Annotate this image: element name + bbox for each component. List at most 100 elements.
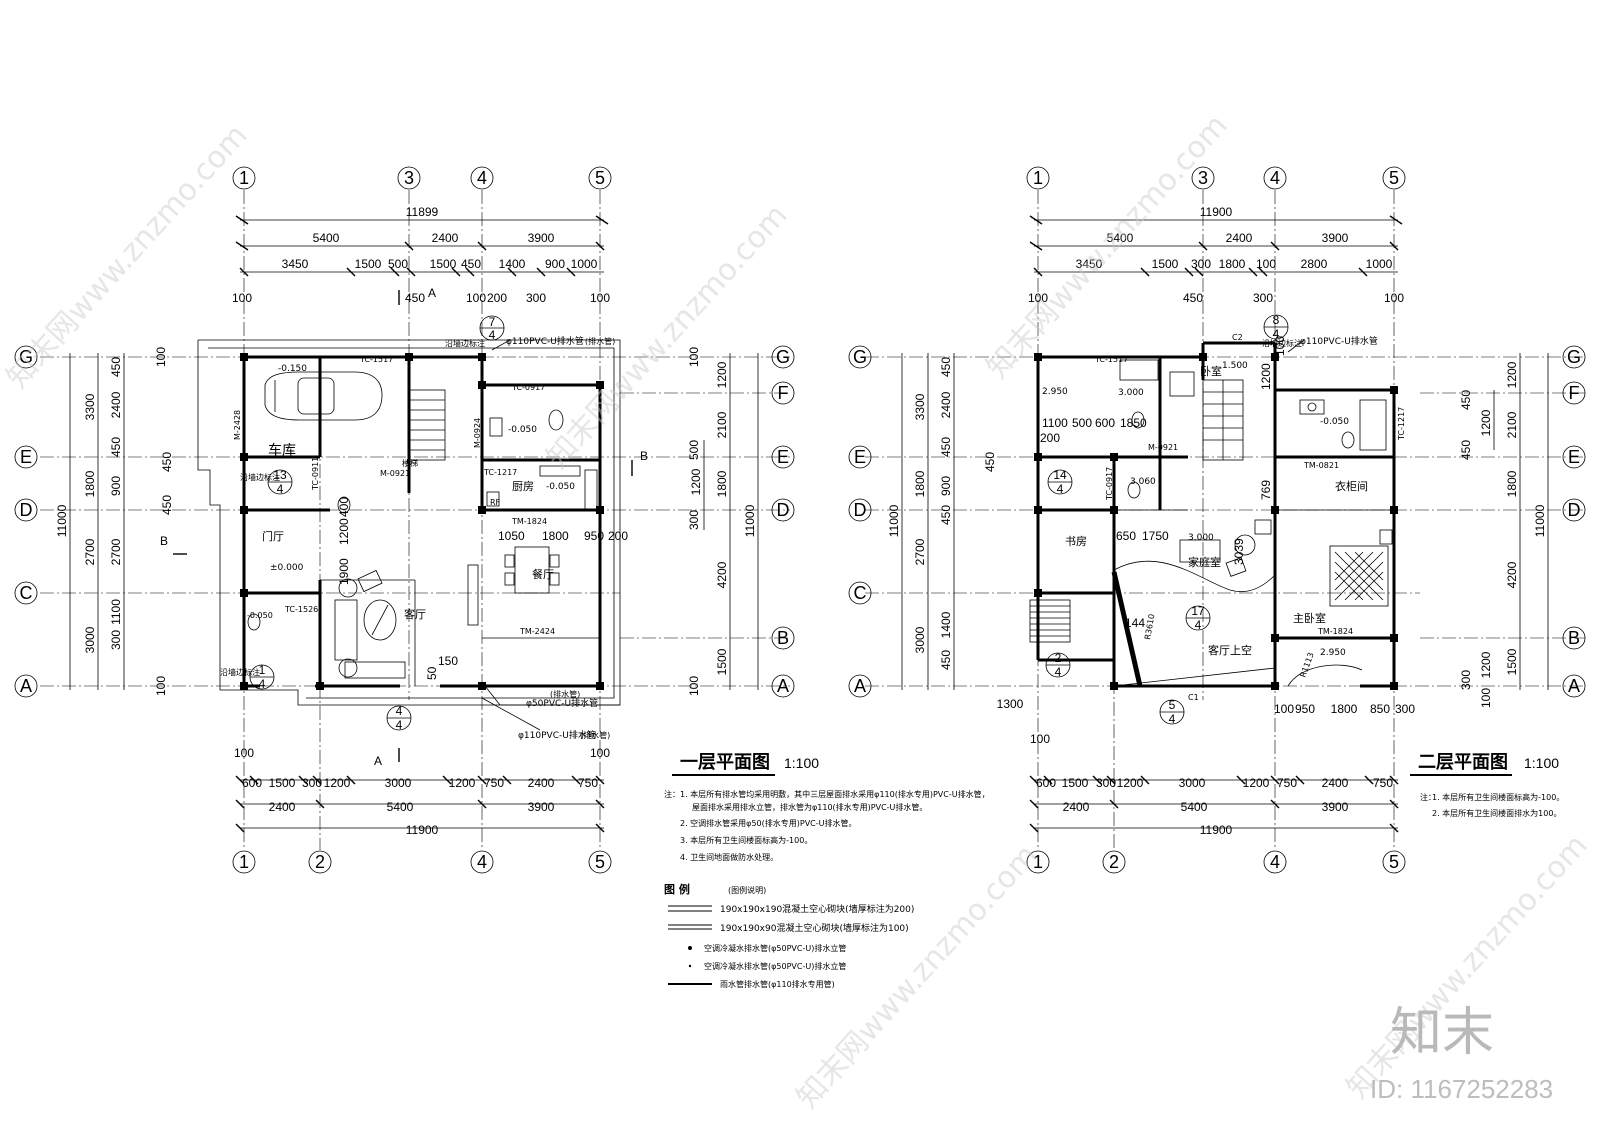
dim: 2700 — [913, 538, 927, 565]
pipe-note: (排水管) — [580, 730, 610, 740]
dim: 200 — [1040, 431, 1060, 445]
dim: 600 — [1095, 416, 1115, 430]
pipe-tag: 沿墙边标注 — [240, 472, 280, 482]
detail-num: 17 — [1191, 604, 1205, 618]
dim: 200 — [608, 529, 628, 543]
dim: 3000 — [385, 776, 412, 790]
dim: 400 — [337, 497, 351, 517]
detail-num: 2 — [1055, 651, 1062, 665]
dim: 300 — [687, 510, 701, 530]
dim: 3900 — [528, 800, 555, 814]
dim: 1000 — [1366, 257, 1393, 271]
dim: 1300 — [997, 697, 1024, 711]
window-tag: TC-0911 — [311, 457, 320, 491]
dim: 1500 — [715, 648, 729, 675]
dim: 1400 — [939, 611, 953, 638]
dim: 1400 — [499, 257, 526, 271]
pipe-note: φ50PVC-U排水管 — [526, 697, 598, 709]
dim: 300 — [302, 776, 322, 790]
floor2-grid-lines — [865, 190, 1585, 850]
dim: 5400 — [1107, 231, 1134, 245]
window-tag: TC-1517 — [359, 355, 393, 364]
floor2-walls — [1034, 341, 1398, 690]
elevation: 2.950 — [1320, 648, 1346, 658]
room-foyer: 门厅 — [262, 529, 284, 543]
axis-label: A — [1568, 676, 1580, 696]
door-tag: M-2428 — [233, 410, 242, 440]
dim: 450 — [1459, 390, 1473, 410]
elevation: -0.050 — [247, 611, 273, 620]
dim: 2400 — [939, 391, 953, 418]
balcony-stair — [1029, 599, 1071, 643]
dim: 300 — [1191, 257, 1211, 271]
watermark-text: 知末网www.znzmo.com — [980, 108, 1235, 385]
detail-sheet: 4 — [1273, 327, 1280, 341]
dim: 1800 — [83, 470, 97, 497]
elevation: 1.500 — [1222, 361, 1248, 371]
note-line: 1. 本层所有排水管均采用明敷，其中三层屋面排水采用φ110(排水专用)PVC-… — [680, 789, 990, 799]
dim: 1200 — [715, 361, 729, 388]
pipe-note: φ110PVC-U排水管 — [518, 729, 596, 741]
dim: 450 — [405, 291, 425, 305]
dim: 100 — [234, 746, 254, 760]
dim: 1000 — [571, 257, 598, 271]
axis-label: G — [776, 347, 790, 367]
note-line: 3. 本层所有卫生间楼面标高为-100。 — [680, 835, 812, 845]
elevation: 3.000 — [1188, 533, 1214, 543]
dim-total: 11900 — [406, 823, 439, 837]
door-tag: TM-1824 — [511, 517, 547, 526]
floor1-plan: 1 3 4 5 1189 — [14, 166, 990, 989]
floor1-grid-lines — [40, 190, 790, 850]
door-tag: TM-0821 — [1303, 461, 1339, 470]
elevation: 3.000 — [1118, 388, 1144, 398]
detail-num: 5 — [1169, 698, 1176, 712]
detail-num: 14 — [1053, 468, 1067, 482]
dim: 450 — [983, 452, 997, 472]
elevation: ±0.000 — [270, 563, 304, 573]
dim: 1500 — [1505, 648, 1519, 675]
axis-label: 2 — [315, 852, 325, 872]
dim: 500 — [388, 257, 408, 271]
dim-total: 11900 — [1200, 205, 1233, 219]
elevation: -0.150 — [278, 364, 307, 374]
detail-num: 4 — [396, 704, 403, 718]
floor1-annotations: -0.150 TC-1517 TC-0917 TC-1217 TC-0911 T… — [220, 338, 628, 680]
dim: 3900 — [1322, 800, 1349, 814]
section-mark: A — [428, 286, 436, 300]
axis-label: 1 — [1033, 168, 1043, 188]
window-tag: TC-1526 — [284, 605, 318, 614]
dim: 1500 — [269, 776, 296, 790]
axis-label: E — [1568, 447, 1580, 467]
dim: 450 — [939, 357, 953, 377]
dim: 500 — [1072, 416, 1092, 430]
floor1-dims-bottom: 100 100 600 1500 300 1200 3000 1200 750 … — [234, 746, 610, 837]
dim: 450 — [1459, 440, 1473, 460]
dim: 50 — [425, 666, 439, 680]
axis-label: 3 — [404, 168, 414, 188]
floor1-dims-left: 11000 3300 1800 2700 3000 2400 450 900 2… — [55, 347, 174, 696]
room-kitchen: 厨房 — [512, 480, 534, 493]
note-line: 2. 空调排水管采用φ50(排水专用)PVC-U排水管。 — [680, 818, 857, 828]
elevation: -0.050 — [1320, 417, 1349, 427]
dim: 1800 — [715, 470, 729, 497]
dim: 100 — [154, 676, 168, 696]
dim: 1200 — [324, 776, 351, 790]
floor1-room-labels: 车库 门厅 客厅 餐厅 厨房 — [262, 442, 554, 621]
dim: 2400 — [528, 776, 555, 790]
detail-sheet: 4 — [396, 718, 403, 732]
floor1-axis-bubbles-bottom: 1 2 4 5 — [232, 850, 612, 874]
note-line: 2. 本层所有卫生间楼面排水为100。 — [1432, 808, 1561, 818]
window-tag: TC-1217 — [1397, 407, 1406, 441]
radius-label: R3610 — [1143, 613, 1156, 640]
dim: 4200 — [1505, 561, 1519, 588]
detail-sheet: 4 — [1057, 482, 1064, 496]
dim: 5400 — [387, 800, 414, 814]
radius-label: R1113 — [1298, 651, 1315, 678]
pipe-note: φ110PVC-U排水管 — [1300, 335, 1378, 347]
dim: 3039 — [1232, 538, 1246, 565]
detail-sheet: 4 — [1169, 712, 1176, 726]
axis-label: 2 — [1109, 852, 1119, 872]
dim: 900 — [939, 476, 953, 496]
door-tag: TM-2424 — [519, 627, 555, 636]
